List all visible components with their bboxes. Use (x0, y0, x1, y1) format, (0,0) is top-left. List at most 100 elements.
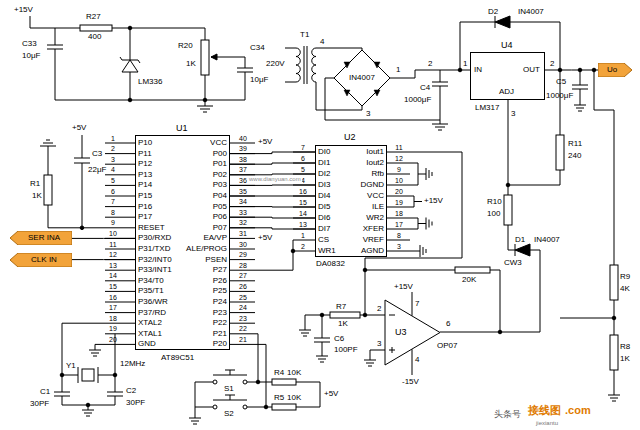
pin-name: DI4 (318, 192, 330, 200)
pin-name: P16 (138, 203, 152, 211)
component-label: 240 (568, 152, 581, 160)
pin-name: EA/VP (203, 234, 227, 242)
pin-number: 3 (111, 156, 115, 163)
port-shape (10, 253, 72, 267)
pin-name: P11 (138, 150, 152, 158)
junction-dot (128, 98, 132, 102)
resistor-symbol (610, 265, 618, 300)
junction-dot (203, 98, 207, 102)
switch-contact (243, 405, 247, 409)
part-text: OP07 (437, 342, 457, 350)
component-label: 1K (620, 355, 630, 363)
junction-dot (86, 403, 90, 407)
part-text: LM317 (475, 104, 499, 112)
pin-number: 16 (109, 294, 117, 301)
dac-wire (410, 163, 432, 257)
component-label: -15V (402, 378, 419, 386)
wiper-arrow (211, 54, 217, 60)
pin-name: P34/T0 (138, 277, 164, 285)
bus-wire (230, 228, 315, 229)
part-designator: U3 (395, 328, 407, 337)
diode-symbol (495, 16, 510, 28)
pin-name: GND (138, 340, 156, 348)
pin-name: P17 (138, 213, 152, 221)
opamp-triangle-shape (385, 300, 440, 365)
pin-number: 33 (239, 209, 247, 216)
pin-number: 29 (239, 251, 247, 258)
pin-name: P03 (213, 181, 227, 189)
resistor-symbol (44, 175, 52, 205)
component-label: 1000μF (404, 96, 431, 104)
pin-number: 6 (301, 155, 305, 162)
pin-name: RESET (138, 224, 165, 232)
pin-number: 14 (109, 272, 117, 279)
pin-number: 5 (301, 166, 305, 173)
clock-reset-wire (40, 135, 123, 416)
pin-number: 26 (239, 283, 247, 290)
pin-number: 24 (239, 304, 247, 311)
component-label: +5V (258, 234, 272, 242)
pin-name: P32/INT0 (138, 256, 172, 264)
component-label: C5 (556, 78, 566, 86)
pin-number: 12 (109, 251, 117, 258)
transformer-coil (296, 48, 316, 82)
component-label: R9 (620, 273, 630, 281)
component-label: +15V (14, 6, 33, 14)
opamp-triangle: U3OP07 (385, 300, 440, 365)
component-label: 10K (287, 394, 301, 402)
bridge-diode (344, 62, 350, 68)
port-shape (10, 231, 72, 245)
component-label: IN4007 (534, 236, 560, 244)
pin-name: AGND (361, 247, 384, 255)
pin-number: 27 (239, 272, 247, 279)
pin-name: P33/INT1 (138, 266, 172, 274)
resistor-symbol (504, 195, 512, 225)
pin-name: DI7 (318, 225, 330, 233)
pin-number: 15 (299, 199, 307, 206)
component-label: 10μF (22, 52, 40, 60)
bus-wire (230, 152, 315, 154)
component-label: R4 (274, 369, 284, 377)
resistor-symbol (272, 379, 296, 385)
pin-number: 13 (109, 262, 117, 269)
bus-wire (230, 206, 315, 207)
pin-number: 36 (239, 177, 247, 184)
wire-group (30, 16, 620, 424)
component-label: D2 (488, 8, 498, 16)
pin-number: 32 (239, 219, 247, 226)
pin-name: P26 (213, 277, 227, 285)
junction-dot (506, 183, 510, 187)
diode-symbol (515, 244, 530, 256)
junction-dot (612, 316, 616, 320)
component-label: S1 (224, 385, 234, 393)
bridge-diode (344, 90, 350, 96)
pin-number: 23 (239, 315, 247, 322)
pin-name: P25 (213, 287, 227, 295)
component-label: R5 (274, 394, 284, 402)
component-label: +15V (394, 283, 413, 291)
switch-contact (213, 380, 217, 384)
junction-dot (113, 373, 117, 377)
component-label: 1 (396, 66, 400, 74)
component-label: 10μF (250, 76, 268, 84)
bus-wire (545, 70, 598, 71)
pin-name: DI1 (318, 159, 330, 167)
component-label: +15V (424, 197, 443, 205)
pin-name: P02 (213, 171, 227, 179)
junction-dot (363, 268, 367, 272)
pin-name: VREF (363, 236, 384, 244)
pin-number: 10 (109, 230, 117, 237)
component-label: Y1 (66, 362, 76, 370)
component-label: R10 (487, 198, 502, 206)
component-label: 220V (266, 60, 285, 68)
component-label: IN4007 (348, 74, 376, 82)
pin-number: 31 (239, 230, 247, 237)
pin-number: 11 (109, 241, 116, 248)
pin-number: 5 (111, 177, 115, 184)
component-label: C33 (22, 40, 37, 48)
pin-number: 34 (239, 198, 247, 205)
component-label: C4 (420, 84, 430, 92)
part-text: DA0832 (316, 260, 345, 268)
component-label: 12MHz (120, 360, 145, 368)
pin-name: PSEN (205, 256, 227, 264)
